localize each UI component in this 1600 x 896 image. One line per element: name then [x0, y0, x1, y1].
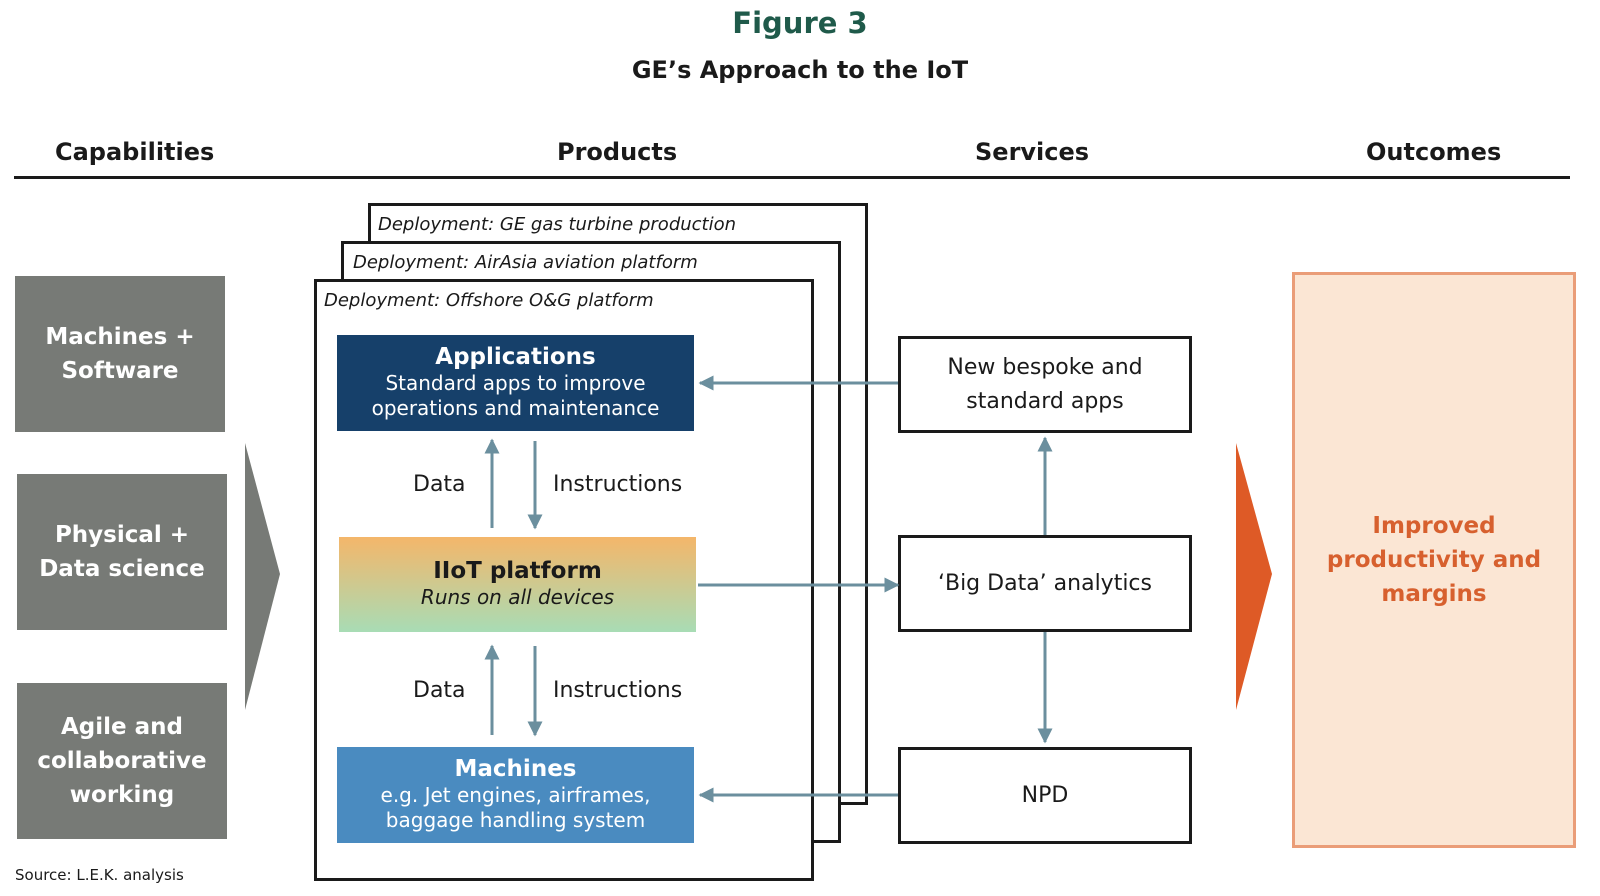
- capability-text: Agile and: [60, 714, 183, 740]
- machines-box: Machines e.g. Jet engines, airframes, ba…: [337, 747, 694, 843]
- column-header-products: Products: [557, 138, 678, 166]
- outcome-text: productivity and: [1326, 547, 1542, 573]
- flow-label-data: Data: [413, 678, 466, 703]
- flow-label-instructions: Instructions: [553, 678, 683, 703]
- applications-title: Applications: [435, 344, 596, 370]
- deployment-label: Deployment: AirAsia aviation platform: [353, 252, 698, 273]
- service-apps-box: New bespoke and standard apps: [898, 336, 1192, 433]
- outcome-box: Improved productivity and margins: [1292, 272, 1576, 848]
- deployment-label: Deployment: Offshore O&G platform: [324, 290, 654, 311]
- capability-text: Software: [61, 358, 179, 384]
- machines-title: Machines: [454, 756, 577, 782]
- platform-subtitle: Runs on all devices: [420, 585, 615, 609]
- figure-label: Figure 3: [732, 6, 868, 40]
- capabilities-chevron: [245, 443, 280, 710]
- flow-label-instructions: Instructions: [553, 472, 683, 497]
- capability-text: collaborative: [37, 748, 207, 774]
- applications-box: Applications Standard apps to improve op…: [337, 335, 694, 431]
- capability-text: Machines +: [45, 324, 195, 350]
- platform-title: IIoT platform: [433, 558, 602, 584]
- applications-description: Standard apps to improve: [385, 371, 646, 395]
- source-note: Source: L.E.K. analysis: [15, 866, 184, 884]
- service-analytics-text: ‘Big Data’ analytics: [937, 570, 1152, 596]
- capability-text: Data science: [39, 556, 205, 582]
- outcome-chevron: [1236, 443, 1272, 710]
- column-header-capabilities: Capabilities: [55, 138, 215, 166]
- capability-text: working: [69, 782, 175, 808]
- service-apps-text: New bespoke and: [947, 354, 1143, 380]
- machines-description: e.g. Jet engines, airframes,: [380, 783, 651, 807]
- capability-text: Physical +: [54, 522, 190, 548]
- column-header-services: Services: [975, 138, 1090, 166]
- capability-agile-collaborative: Agile and collaborative working: [17, 683, 227, 839]
- service-npd-text: NPD: [1021, 782, 1069, 808]
- service-apps-text: standard apps: [966, 388, 1124, 414]
- iiot-platform-box: IIoT platform Runs on all devices: [339, 537, 696, 632]
- machines-description: baggage handling system: [385, 808, 646, 832]
- capability-physical-data-science: Physical + Data science: [17, 474, 227, 630]
- service-npd-box: NPD: [898, 747, 1192, 844]
- applications-description: operations and maintenance: [371, 396, 660, 420]
- flow-label-data: Data: [413, 472, 466, 497]
- deployment-label: Deployment: GE gas turbine production: [378, 214, 737, 235]
- service-analytics-box: ‘Big Data’ analytics: [898, 535, 1192, 632]
- outcome-text: margins: [1381, 581, 1487, 607]
- header-divider: [14, 176, 1570, 179]
- column-header-outcomes: Outcomes: [1366, 138, 1502, 166]
- figure-title: GE’s Approach to the IoT: [631, 56, 969, 84]
- outcome-text: Improved: [1372, 513, 1496, 539]
- capability-machines-software: Machines + Software: [15, 276, 225, 432]
